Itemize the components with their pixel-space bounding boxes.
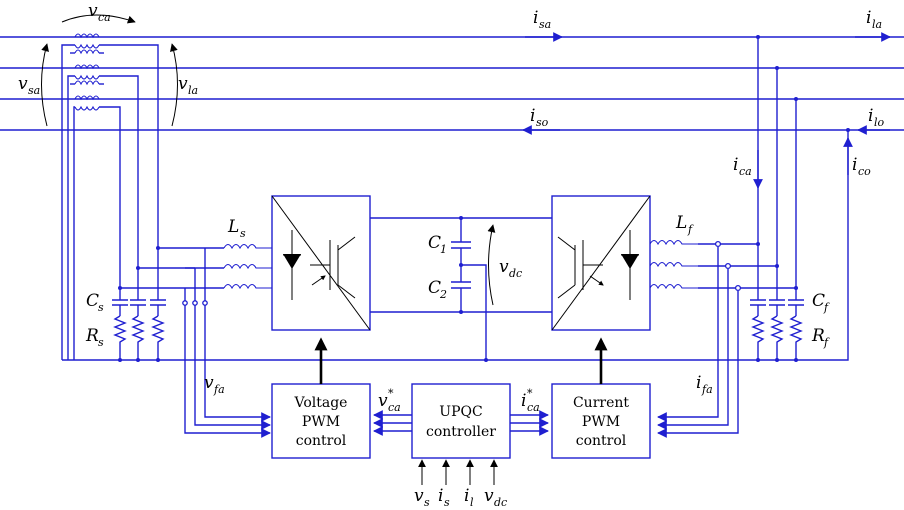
- current-pwm-line1: Current: [573, 395, 629, 411]
- label-i-la: i: [866, 8, 871, 28]
- bus-lines: [0, 36, 904, 131]
- label-v-ca-ref-sup: *: [388, 387, 394, 400]
- label-in-is: i: [438, 486, 443, 506]
- series-transformer: [61, 33, 159, 360]
- label-v-dc-sub: dc: [509, 267, 522, 280]
- label-i-ca-ref-sub: ca: [527, 401, 540, 414]
- label-R-f: R: [811, 326, 825, 346]
- label-C-1-sub: 1: [440, 243, 447, 256]
- common-return-line: [62, 130, 849, 361]
- label-v-fa: v: [204, 373, 214, 393]
- vla-arc: [170, 43, 178, 127]
- dc-link: [370, 216, 552, 362]
- current-pwm-line2: PWM: [582, 414, 620, 430]
- shunt-inverter: [551, 195, 651, 331]
- label-i-fa-sub: fa: [701, 383, 713, 396]
- label-v-ca-ref: v: [378, 391, 388, 411]
- label-v-sa: v: [18, 74, 28, 94]
- label-i-sa-sub: sa: [539, 18, 551, 31]
- label-v-la-sub: la: [188, 84, 198, 97]
- voltage-pwm-line1: Voltage: [294, 395, 348, 411]
- voltage-pwm-line2: PWM: [302, 414, 340, 430]
- upqc-line2: controller: [426, 424, 496, 440]
- label-L-s-sub: s: [240, 227, 246, 240]
- label-i-ca-ref: i: [521, 391, 526, 411]
- label-C-2-sub: 2: [439, 288, 447, 301]
- label-C-2: C: [428, 278, 441, 298]
- label-R-f-sub: f: [823, 336, 830, 349]
- upqc-line1: UPQC: [439, 404, 482, 420]
- label-i-ca-sub: ca: [739, 165, 752, 178]
- vca-arc: [61, 14, 136, 24]
- label-i-so-sub: so: [536, 116, 549, 129]
- label-in-il: i: [464, 486, 469, 506]
- label-i-lo: i: [868, 106, 873, 126]
- label-i-ca: i: [733, 155, 738, 175]
- label-v-ca-ref-sub: ca: [388, 401, 401, 414]
- shunt-filter: [649, 35, 804, 438]
- label-C-s-sub: s: [98, 301, 104, 314]
- label-C-f: C: [812, 291, 825, 311]
- label-in-vdc: v: [484, 486, 494, 506]
- label-L-f-sub: f: [687, 223, 694, 236]
- voltage-pwm-line3: control: [296, 433, 347, 449]
- current-pwm-block: Current PWM control: [551, 383, 651, 459]
- label-v-ca: v: [88, 1, 98, 21]
- label-i-co-sub: co: [858, 165, 871, 178]
- label-in-il-sub: l: [470, 496, 474, 509]
- series-filter: [112, 243, 272, 438]
- label-C-f-sub: f: [823, 301, 830, 314]
- label-v-la: v: [178, 74, 188, 94]
- vdc-arc: [487, 224, 496, 306]
- label-v-ca-sub: ca: [98, 11, 111, 24]
- label-i-lo-sub: lo: [874, 116, 885, 129]
- current-pwm-line3: control: [576, 433, 627, 449]
- label-L-s: L: [227, 217, 239, 237]
- label-C-s: C: [86, 291, 99, 311]
- upqc-block: UPQC controller: [411, 383, 511, 459]
- label-i-la-sub: la: [872, 18, 882, 31]
- label-v-dc: v: [499, 257, 509, 277]
- label-i-fa: i: [696, 373, 701, 393]
- label-i-ca-ref-sup: *: [527, 387, 533, 400]
- label-i-sa: i: [533, 8, 538, 28]
- label-L-f: L: [675, 213, 687, 233]
- series-inverter: [271, 195, 371, 331]
- voltage-pwm-block: Voltage PWM control: [271, 383, 371, 459]
- label-v-fa-sub: fa: [213, 383, 225, 396]
- label-R-s-sub: s: [98, 336, 104, 349]
- label-v-sa-sub: sa: [28, 84, 40, 97]
- label-i-so: i: [530, 106, 535, 126]
- label-i-co: i: [852, 155, 857, 175]
- label-C-1: C: [428, 233, 441, 253]
- label-R-s: R: [85, 326, 99, 346]
- vsa-arc: [41, 43, 49, 127]
- label-in-vs-sub: s: [424, 496, 430, 509]
- label-in-vdc-sub: dc: [494, 496, 507, 509]
- label-in-vs: v: [414, 486, 424, 506]
- label-in-is-sub: s: [444, 496, 450, 509]
